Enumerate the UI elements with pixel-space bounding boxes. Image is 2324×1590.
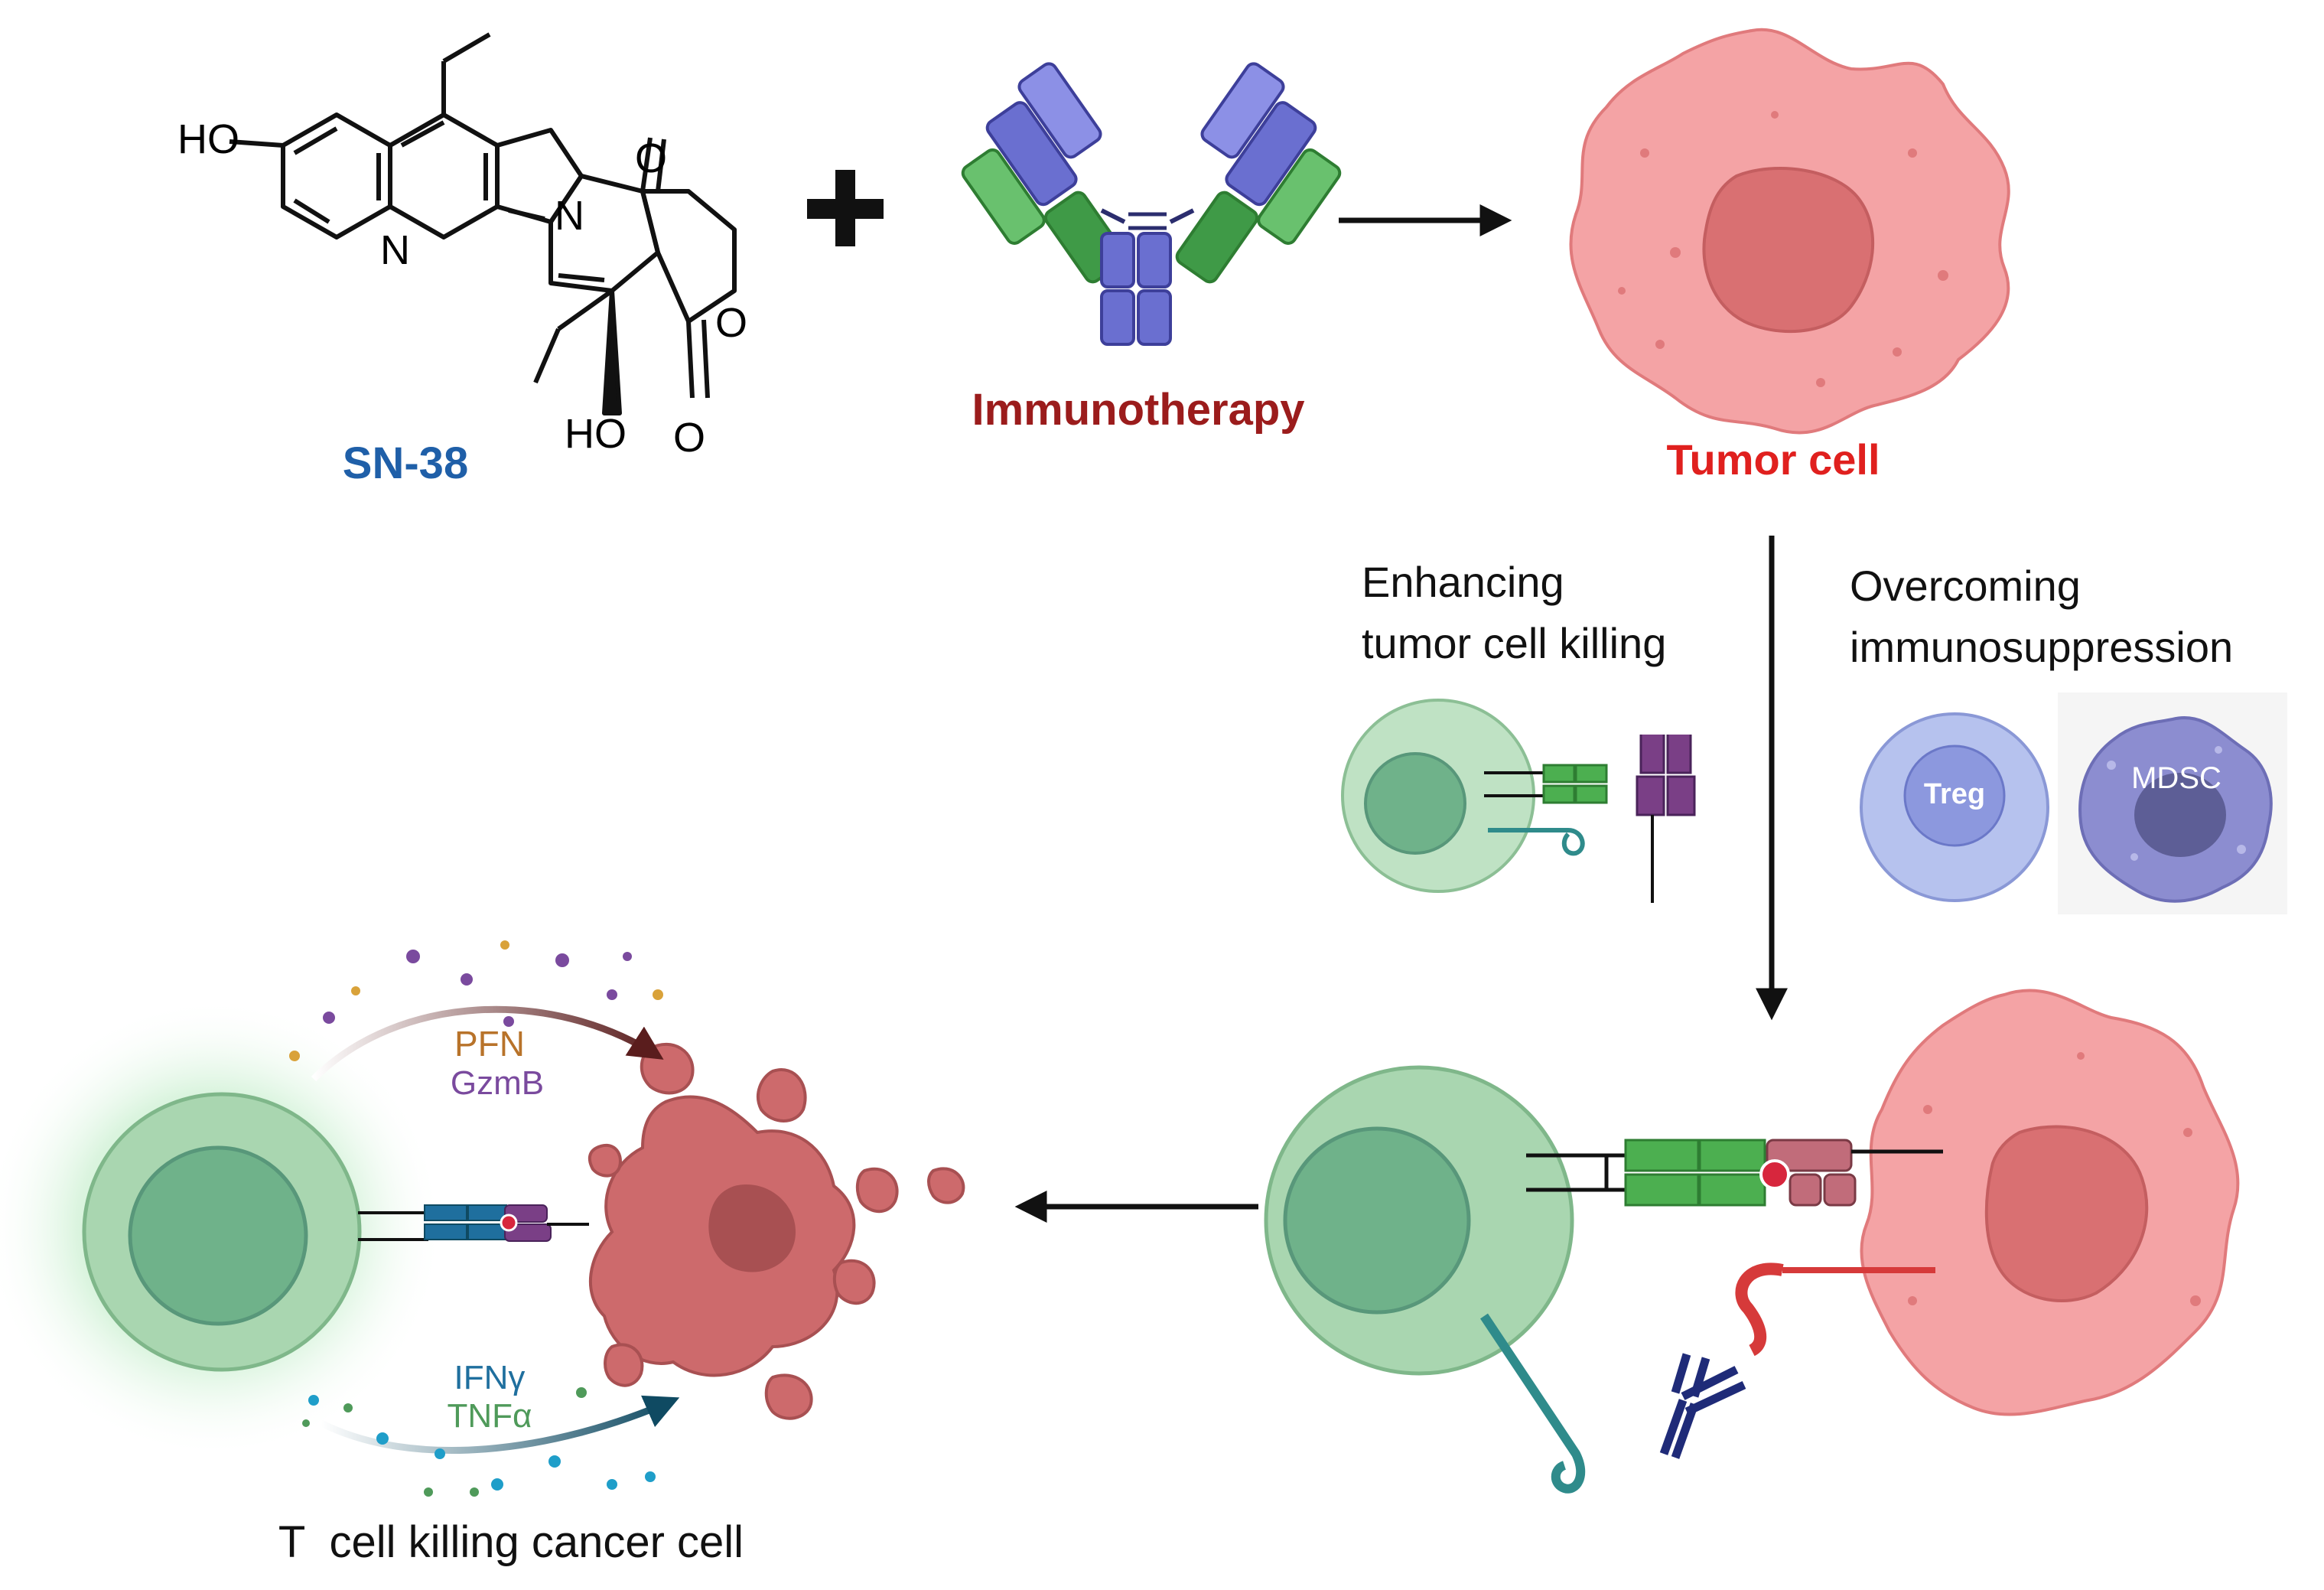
- killing-caption: T cell killing cancer cell: [278, 1517, 744, 1567]
- enhancing-line1: Enhancing: [1362, 558, 1564, 606]
- n-ring-label: N: [555, 193, 584, 239]
- killing-scene: [0, 940, 965, 1497]
- sn38-structure: [229, 32, 737, 415]
- ifng-label: IFNγ: [454, 1359, 526, 1396]
- treg-label: Treg: [1924, 778, 1985, 810]
- plus-icon: [807, 170, 884, 246]
- mdsc-label: MDSC: [2131, 761, 2221, 795]
- sn38-atom-labels: HO N N O O O HO: [177, 116, 747, 461]
- sn38-label: SN-38: [343, 438, 468, 488]
- immunotherapy-label: Immunotherapy: [972, 385, 1304, 435]
- tumor-cell-top: [1569, 28, 2010, 435]
- gzmb-label: GzmB: [451, 1064, 544, 1102]
- o-lactone-ring-label: O: [715, 300, 747, 346]
- pfn-label: PFN: [454, 1024, 525, 1064]
- ho-bottom-label: HO: [565, 411, 627, 457]
- overcoming-line1: Overcoming: [1850, 562, 2081, 610]
- antibody-icon: [961, 62, 1342, 346]
- tnfa-label: TNFα: [448, 1397, 532, 1435]
- ho-top-label: HO: [177, 116, 239, 162]
- enhancing-line2: tumor cell killing: [1362, 619, 1666, 667]
- enhancing-illustration: [1341, 699, 1696, 903]
- tumor-cell-label: Tumor cell: [1666, 435, 1880, 484]
- n-pyridine-label: N: [380, 227, 410, 273]
- tcell-tumor-engagement: [1264, 989, 2240, 1494]
- o-carbonyl-top-label: O: [635, 135, 667, 181]
- o-carbonyl-bottom-label: O: [673, 415, 705, 461]
- mdsc-cell: MDSC: [2058, 692, 2287, 914]
- treg-cell: Treg: [1860, 712, 2049, 902]
- overcoming-line2: immunosuppression: [1850, 623, 2233, 671]
